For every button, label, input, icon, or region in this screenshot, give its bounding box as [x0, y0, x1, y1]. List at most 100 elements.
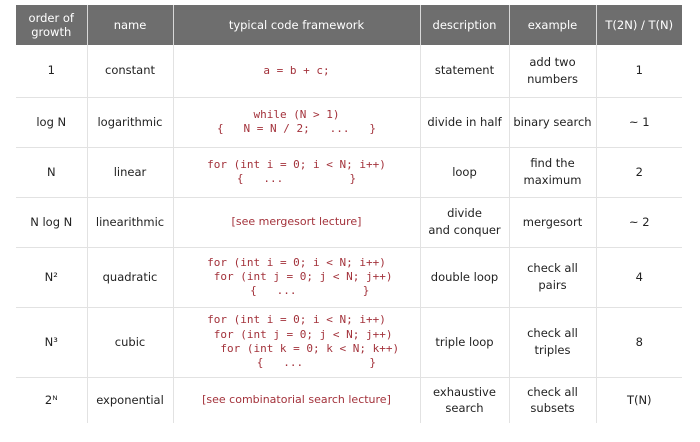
- example-cell: find the maximum: [509, 147, 597, 198]
- code-framework-cell: while (N > 1){ N = N / 2; ... }: [173, 97, 421, 148]
- doubling-ratio-cell: ~ 1: [596, 97, 682, 148]
- description-cell: triple loop: [420, 307, 510, 378]
- growth-name: logarithmic: [97, 114, 163, 129]
- growth-name: exponential: [96, 392, 164, 407]
- description-cell: statement: [420, 45, 510, 98]
- code-framework-cell: for (int i = 0; i < N; i++) for (int j =…: [173, 247, 421, 308]
- header-order: order of growth: [16, 5, 88, 45]
- description-cell: exhaustive search: [420, 377, 510, 423]
- code-line: a = b + c;: [263, 63, 330, 77]
- table-body: 1 constant a = b + c; statement add two numb…: [16, 45, 682, 423]
- description: exhaustive search: [433, 384, 496, 416]
- order-of-growth-cell: N³: [16, 307, 88, 378]
- doubling-ratio: ~ 1: [628, 114, 650, 129]
- code-framework-cell: for (int i = 0; i < N; i++) for (int j =…: [173, 307, 421, 378]
- code-line: { ... }: [236, 172, 357, 185]
- description: double loop: [430, 269, 499, 284]
- growth-name: cubic: [114, 334, 146, 349]
- growth-table-container: order of growth name typical code framew…: [16, 5, 682, 423]
- code-block: for (int i = 0; i < N; i++){ ... }: [176, 158, 418, 187]
- header-example-text: example: [527, 17, 578, 32]
- header-ratio-text: T(2N) / T(N): [605, 17, 674, 32]
- code-line: for (int i = 0; i < N; i++): [207, 255, 386, 269]
- code-framework-cell: [see mergesort lecture]: [173, 197, 421, 248]
- code-block: a = b + c;: [176, 64, 418, 78]
- description-cell: double loop: [420, 247, 510, 308]
- example-cell: add two numbers: [509, 45, 597, 98]
- code-line: for (int k = 0; k < N; k++): [193, 342, 400, 355]
- growth-name: constant: [105, 63, 155, 78]
- growth-name-cell: constant: [87, 45, 174, 98]
- doubling-ratio-cell: 8: [596, 307, 682, 378]
- doubling-ratio: 1: [635, 63, 643, 78]
- code-line: { ... }: [217, 356, 376, 370]
- doubling-ratio-cell: 1: [596, 45, 682, 98]
- table-row: 1 constant a = b + c; statement add two numb…: [16, 45, 682, 98]
- order-of-growth: log N: [36, 114, 67, 129]
- order-of-growth: 1: [47, 63, 55, 78]
- growth-name: linearithmic: [95, 214, 165, 229]
- description: divide in half: [427, 114, 502, 129]
- doubling-ratio-cell: 2: [596, 147, 682, 198]
- order-of-growth-cell: N²: [16, 247, 88, 308]
- header-description: description: [420, 5, 510, 45]
- header-row: order of growth name typical code framew…: [16, 5, 682, 45]
- code-line: for (int j = 0; j < N; j++): [200, 269, 393, 283]
- header-code: typical code framework: [173, 5, 421, 45]
- description: statement: [434, 63, 495, 78]
- order-of-growth-cell: N log N: [16, 197, 88, 248]
- code-line: [see combinatorial search lecture]: [202, 393, 391, 407]
- table-row: N³ cubic for (int i = 0; i < N; i++) for (…: [16, 307, 682, 378]
- description-cell: divide in half: [420, 97, 510, 148]
- description-cell: divide and conquer: [420, 197, 510, 248]
- growth-name-cell: quadratic: [87, 247, 174, 308]
- growth-name: quadratic: [102, 269, 158, 284]
- description: triple loop: [435, 334, 494, 349]
- doubling-ratio: 8: [635, 334, 643, 349]
- header-example: example: [509, 5, 597, 45]
- growth-name-cell: cubic: [87, 307, 174, 378]
- doubling-ratio: ~ 2: [628, 214, 650, 229]
- example-cell: check all pairs: [509, 247, 597, 308]
- example: check all subsets: [527, 384, 578, 416]
- order-of-growth: N: [46, 164, 56, 179]
- example: add two numbers: [527, 55, 578, 86]
- example-cell: check all subsets: [509, 377, 597, 423]
- growth-name-cell: linearithmic: [87, 197, 174, 248]
- doubling-ratio-cell: ~ 2: [596, 197, 682, 248]
- example: mergesort: [522, 214, 583, 229]
- growth-name-cell: logarithmic: [87, 97, 174, 148]
- example-cell: mergesort: [509, 197, 597, 248]
- header-name: name: [87, 5, 174, 45]
- code-reference: [see mergesort lecture]: [176, 214, 418, 230]
- doubling-ratio: 2: [635, 164, 643, 179]
- doubling-ratio-cell: 4: [596, 247, 682, 308]
- order-of-growth-cell: log N: [16, 97, 88, 148]
- code-framework-cell: [see combinatorial search lecture]: [173, 377, 421, 423]
- code-line: for (int i = 0; i < N; i++): [207, 313, 386, 327]
- growth-name-cell: exponential: [87, 377, 174, 423]
- doubling-ratio: T(N): [626, 392, 652, 407]
- code-line: for (int i = 0; i < N; i++): [207, 157, 386, 171]
- description-cell: loop: [420, 147, 510, 198]
- example-cell: binary search: [509, 97, 597, 148]
- code-line: for (int j = 0; j < N; j++): [200, 327, 393, 341]
- code-line: while (N > 1): [253, 107, 340, 121]
- example: check all triples: [527, 326, 578, 357]
- header-code-text: typical code framework: [228, 17, 365, 32]
- growth-name-cell: linear: [87, 147, 174, 198]
- table-row: N log N linearithmic [see mergesort lectur…: [16, 197, 682, 248]
- example-cell: check all triples: [509, 307, 597, 378]
- table-row: 2ᴺ exponential [see combinatorial search l…: [16, 377, 682, 423]
- order-of-growth-cell: 1: [16, 45, 88, 98]
- code-line: { ... }: [223, 284, 370, 298]
- order-of-growth: 2ᴺ: [44, 392, 58, 407]
- order-of-growth: N³: [44, 334, 58, 349]
- code-framework-cell: a = b + c;: [173, 45, 421, 98]
- example: check all pairs: [527, 261, 578, 292]
- header-ratio: T(2N) / T(N): [596, 5, 682, 45]
- description: divide and conquer: [428, 206, 501, 237]
- table-row: N² quadratic for (int i = 0; i < N; i++) f…: [16, 247, 682, 308]
- header-description-text: description: [432, 17, 497, 32]
